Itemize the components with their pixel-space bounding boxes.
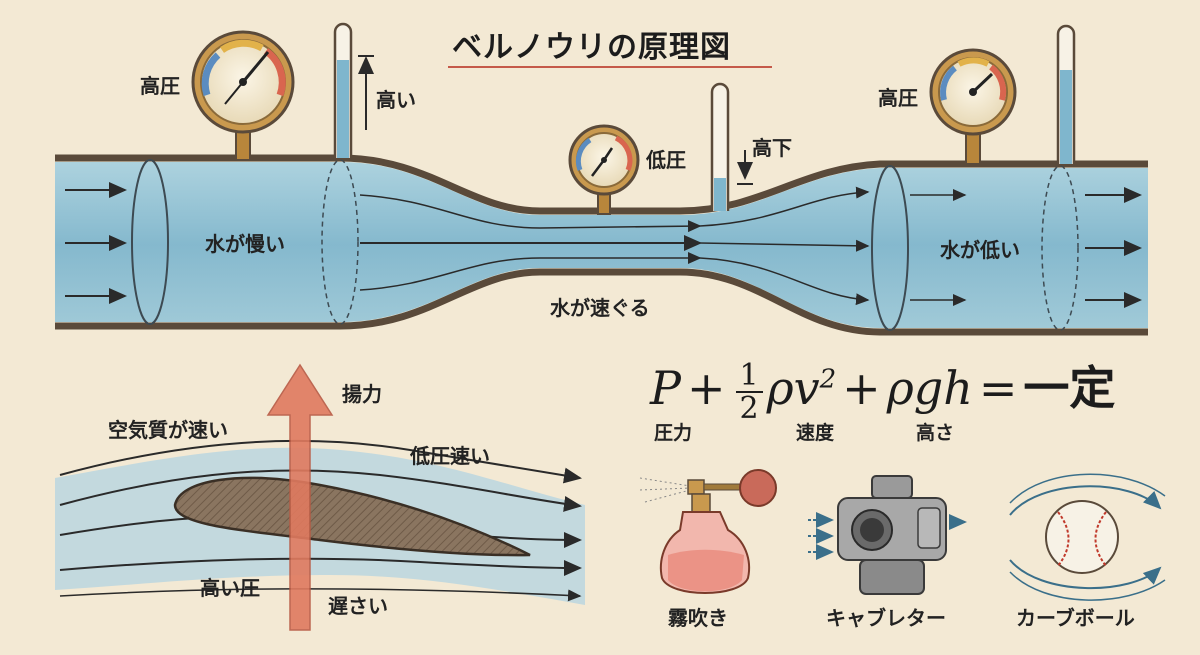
manometer-tube-right bbox=[1056, 24, 1076, 164]
formula-plus: + bbox=[842, 361, 881, 415]
label-sprayer: 霧吹き bbox=[668, 606, 728, 630]
curveball-illustration bbox=[1009, 473, 1166, 601]
label-velocity-term: 速度 bbox=[796, 422, 835, 444]
streamline bbox=[699, 257, 870, 306]
pressure-gauge-middle bbox=[568, 124, 640, 215]
streamline bbox=[699, 186, 870, 227]
formula-equals: = bbox=[978, 361, 1018, 415]
label-low-water: 水が低い bbox=[940, 238, 1020, 262]
page-title: ベルノウリの原理図 bbox=[452, 30, 731, 65]
label-low-pressure: 低圧 bbox=[646, 148, 686, 172]
label-slow-water: 水が慢い bbox=[205, 232, 285, 256]
label-low-pressure-fast: 低圧速い bbox=[410, 444, 490, 468]
cross-section-right bbox=[871, 165, 909, 331]
label-height-term: 高さ bbox=[916, 422, 955, 444]
formula-denominator: 2 bbox=[739, 391, 759, 426]
streamline bbox=[699, 239, 870, 252]
formula-p: P bbox=[650, 361, 681, 415]
cross-section-left bbox=[131, 159, 169, 325]
formula-constant: 一定 bbox=[1023, 361, 1116, 415]
title-underline bbox=[448, 66, 772, 68]
label-fast-water: 水が速ぐる bbox=[550, 296, 650, 320]
streamline bbox=[59, 439, 582, 484]
formula-plus: + bbox=[686, 361, 726, 415]
formula-rho-gh: ρgh bbox=[886, 361, 973, 415]
pipe-bottom-wall bbox=[55, 268, 1148, 336]
label-pressure-term: 圧力 bbox=[654, 422, 693, 444]
label-height-high: 高い bbox=[376, 88, 416, 112]
pressure-gauge-left bbox=[191, 30, 295, 161]
formula-exponent: 2 bbox=[819, 364, 837, 395]
venturi-pipe bbox=[55, 154, 1148, 336]
formula-rho-v: ρv bbox=[766, 361, 820, 415]
cross-section-left-dashed bbox=[321, 159, 359, 325]
label-slow: 遅さい bbox=[328, 594, 388, 618]
lift-arrow bbox=[266, 363, 334, 631]
label-air-fast: 空気質が速い bbox=[108, 418, 228, 442]
label-height-low: 高下 bbox=[752, 136, 792, 160]
formula-numerator: 1 bbox=[735, 359, 763, 393]
label-lift: 揚力 bbox=[342, 382, 382, 406]
carburetor-illustration bbox=[808, 475, 967, 595]
label-high-pressure-right: 高圧 bbox=[878, 86, 918, 110]
streamline bbox=[59, 469, 582, 512]
streamline bbox=[59, 557, 582, 576]
airfoil bbox=[173, 476, 531, 557]
streamline bbox=[359, 252, 702, 291]
airfoil-flow bbox=[55, 363, 585, 631]
manometer-tube-middle bbox=[710, 82, 730, 211]
manometer-tube-left bbox=[333, 22, 353, 158]
label-curveball: カーブボール bbox=[1016, 606, 1135, 630]
cross-section-right-dashed bbox=[1041, 165, 1079, 331]
label-carburetor: キャブレター bbox=[826, 606, 946, 630]
pressure-gauge-right bbox=[929, 48, 1017, 165]
label-high-pressure-below: 高い圧 bbox=[200, 576, 260, 600]
streamline bbox=[359, 194, 702, 233]
label-high-pressure-left: 高圧 bbox=[140, 74, 180, 98]
sprayer-illustration bbox=[639, 469, 777, 594]
pipe-top-wall bbox=[55, 154, 1148, 215]
